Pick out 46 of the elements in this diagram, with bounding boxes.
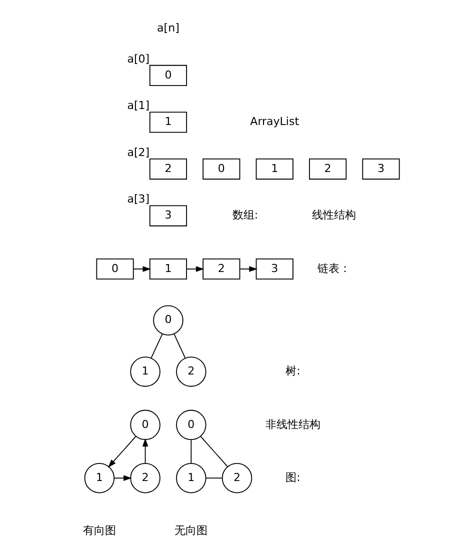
node-circle: 0 — [130, 410, 160, 440]
node-box: 1 — [256, 158, 294, 180]
label: 无向图 — [174, 524, 208, 538]
node-box: 0 — [202, 158, 240, 180]
node-box: 3 — [362, 158, 400, 180]
connector — [205, 478, 223, 479]
node-label: a[3] — [127, 192, 150, 206]
arrow — [142, 438, 148, 464]
node-circle: 2 — [222, 462, 252, 494]
node-circle: 1 — [130, 356, 160, 387]
arrow — [186, 266, 204, 272]
label: 有向图 — [82, 524, 116, 538]
node-circle: 0 — [176, 410, 206, 440]
node-box: 0 — [96, 258, 134, 280]
label: 链表： — [318, 262, 351, 275]
arrow — [133, 266, 152, 272]
node-box: 2 — [202, 258, 240, 280]
node-circle: 2 — [176, 356, 206, 387]
node-label: a[0] — [127, 52, 150, 66]
label: ArrayList — [250, 115, 300, 128]
arrow — [108, 436, 136, 468]
label: 数组: — [232, 208, 258, 222]
label: 线性结构 — [312, 208, 356, 222]
node-box: 1 — [149, 258, 188, 280]
node-box: 2 — [149, 158, 188, 180]
arrow — [114, 475, 132, 481]
label: a[n] — [157, 22, 180, 35]
node-label: a[1] — [127, 99, 150, 112]
label: 非线性结构 — [265, 418, 320, 431]
node-box: 3 — [149, 205, 188, 226]
label: 图: — [286, 470, 300, 484]
node-box: 3 — [256, 258, 294, 280]
node-label: a[2] — [127, 146, 150, 159]
connector — [174, 334, 186, 358]
node-box: 1 — [149, 112, 188, 133]
node-circle: 2 — [130, 462, 160, 494]
label: 树: — [286, 364, 300, 378]
node-circle: 1 — [176, 462, 206, 494]
connector — [190, 439, 192, 464]
connector — [200, 436, 228, 468]
node-circle: 0 — [153, 305, 184, 336]
arrow — [240, 266, 258, 272]
node-circle: 1 — [84, 462, 115, 494]
connector — [150, 334, 163, 358]
node-box: 0 — [149, 64, 188, 86]
node-box: 2 — [309, 158, 347, 180]
